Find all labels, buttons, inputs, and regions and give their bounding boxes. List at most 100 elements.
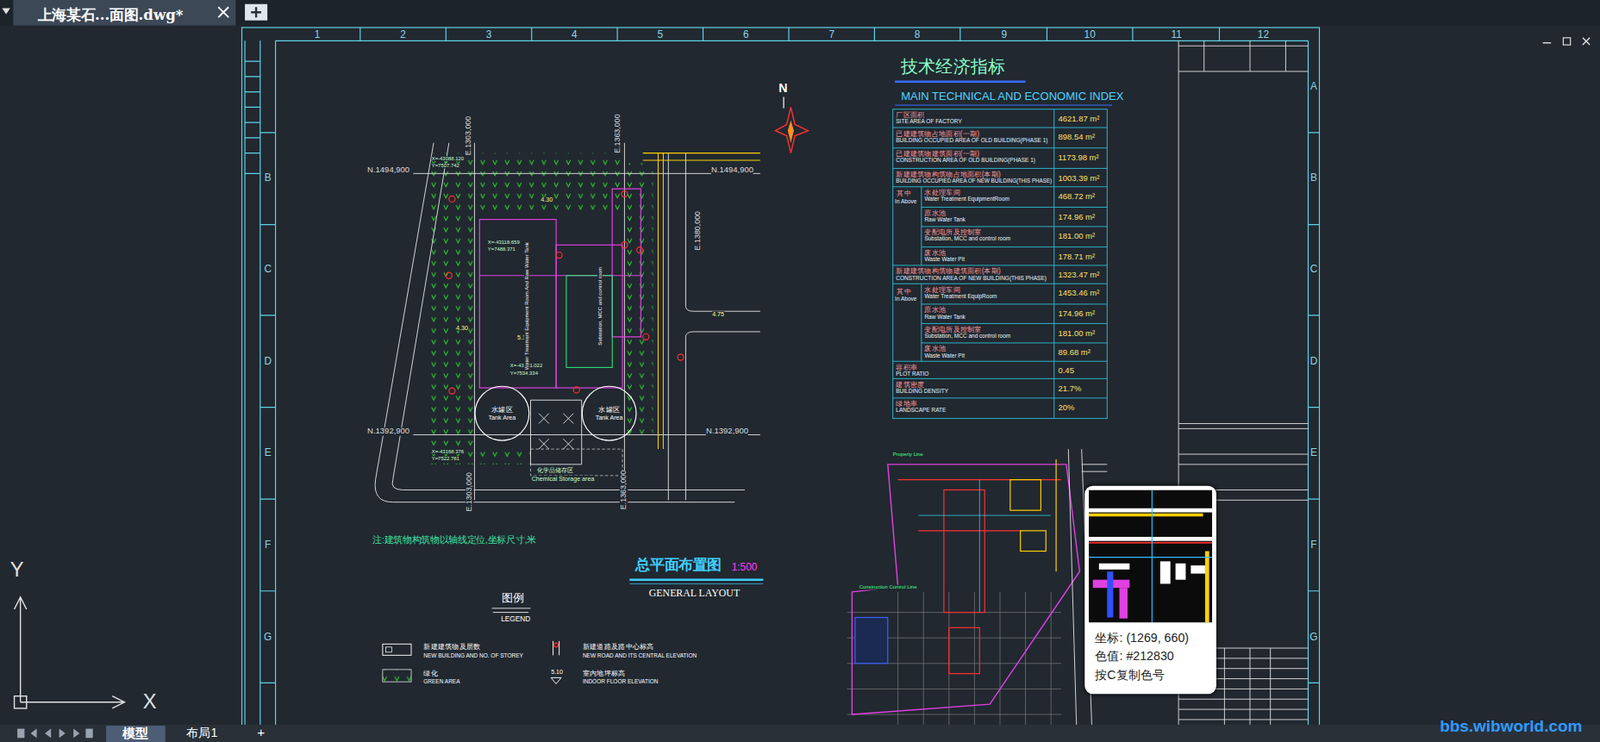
- coordinate-line-label: E.1303,000: [464, 116, 473, 156]
- grid-column-number: 1: [314, 29, 321, 40]
- coordinate-line-label: N.1494,900: [711, 166, 754, 175]
- grid-row-letter: B: [1310, 172, 1318, 183]
- table-value: 89.68 m²: [1057, 348, 1090, 357]
- grid-row-letter: A: [1310, 81, 1318, 93]
- table-cell: 新建建筑物构筑物占地面积(本期): [895, 169, 1001, 177]
- grid-column-number: 9: [1000, 29, 1007, 40]
- file-tab: 上海某石...面图.dwg*: [12, 0, 236, 26]
- table-cell: LANDSCAPE RATE: [895, 408, 946, 415]
- coordinate-callout: X=-43168.376: [431, 449, 464, 455]
- table-cell: Waste Water Pit: [924, 353, 965, 360]
- grid-column-number: 2: [400, 29, 407, 40]
- node-text: 水罐区: [491, 406, 513, 415]
- table-cell: 其中: [896, 189, 912, 197]
- grid-row-letter: F: [264, 540, 271, 551]
- node-text: 水罐区: [598, 406, 620, 415]
- table-value: 1453.46 m²: [1057, 289, 1100, 298]
- table-value: 178.71 m²: [1057, 252, 1095, 261]
- grid-column-number: 5: [657, 29, 664, 40]
- grid-row-letter: C: [1310, 264, 1319, 275]
- legend-english: NEW ROAD AND ITS CENTRAL ELEVATION: [582, 653, 697, 660]
- table-cell: 废水池: [924, 248, 946, 256]
- grid-row-letter: F: [1310, 540, 1317, 551]
- layout-tab: 布局1: [171, 725, 233, 742]
- legend-text: 新建道路及路中心标高: [582, 643, 655, 650]
- node-text: Tank Area: [595, 413, 624, 421]
- table-cell: Substation, MCC and control room: [924, 237, 1011, 244]
- table-cell: Raw Water Tank: [924, 217, 965, 224]
- color-picker-tooltip: 坐标: (1269, 660)色值: #212830按C复制色号: [1084, 486, 1217, 695]
- table-cell: 其中: [896, 287, 912, 295]
- table-value: 468.72 m²: [1057, 192, 1095, 200]
- table-value: 181.00 m²: [1057, 231, 1095, 240]
- table-subtitle: MAIN TECHNICAL AND ECONOMIC INDEX: [900, 90, 1124, 102]
- add-tab-button: +: [256, 725, 265, 739]
- table-cell: Water Treatment EquipRoom: [924, 293, 997, 300]
- elevation-mark: 4.30: [540, 197, 553, 204]
- table-cell: 水处理车间: [924, 188, 960, 196]
- coordinate-callout: X=-43118.659: [487, 239, 520, 245]
- grid-row-letter: D: [1310, 356, 1319, 367]
- coordinate-line-label: E.1363,000: [613, 113, 622, 153]
- drawing-subtitle: GENERAL LAYOUT: [649, 587, 740, 599]
- legend-english: NEW BUILDING AND NO. OF STOREY: [423, 653, 524, 660]
- grid-row-letter: E: [1310, 448, 1318, 459]
- coordinate-line-label: N.1494,900: [367, 166, 410, 175]
- table-cell: Raw Water Tank: [924, 314, 965, 321]
- legend-text: 新建建筑物及层数: [423, 643, 481, 650]
- legend-subtitle: LEGEND: [500, 615, 531, 623]
- table-value: 181.00 m²: [1057, 329, 1095, 338]
- legend-text: 绿化: [423, 669, 438, 677]
- grid-row-letter: D: [263, 356, 272, 367]
- table-cell: Substation, MCC and control room: [924, 333, 1011, 340]
- table-value: 20%: [1057, 403, 1075, 412]
- plan-label: Construction Control Line: [859, 585, 918, 591]
- grid-column-number: 4: [571, 29, 578, 40]
- table-cell: 水处理车间: [924, 285, 960, 293]
- coordinate-line-label: E.1363,000: [619, 470, 628, 510]
- elevation-mark: 4.30: [456, 325, 469, 332]
- building-label: Water Treatment Equipment Room And Raw W…: [524, 242, 530, 370]
- tank-circle: 水罐区Tank Area: [474, 386, 530, 442]
- table-cell: CONSTRUCTION AREA OF NEW BUILDING(THIS P…: [895, 275, 1047, 282]
- table-cell: BUILDING DENSITY: [895, 388, 949, 395]
- coordinate-line-label: E.1303,000: [465, 472, 474, 512]
- elevation-mark: 4.75: [712, 311, 725, 318]
- grid-column-number: 12: [1257, 29, 1269, 40]
- node-text: 布局1: [186, 726, 218, 741]
- table-cell: BUILDING OCCUPIED AREA OF OLD BUILDING(P…: [895, 137, 1048, 144]
- area-label: 化学品储存区: [537, 467, 575, 474]
- table-cell: 建筑密度: [895, 380, 925, 388]
- table-value: 174.96 m²: [1057, 309, 1095, 318]
- coordinate-line-label: N.1392,900: [367, 427, 410, 436]
- table-cell: 变配电所及控制室: [924, 228, 982, 236]
- zoom-preview: [1088, 489, 1213, 623]
- table-cell: 原水池: [924, 306, 946, 313]
- table-value: 898.54 m²: [1057, 133, 1095, 142]
- coordinate-line-label: N.1392,900: [706, 427, 749, 436]
- legend-title: 图例: [501, 592, 525, 604]
- legend-english: GREEN AREA: [423, 680, 460, 687]
- model-tab: 模型: [106, 725, 166, 742]
- table-value: 174.96 m²: [1057, 212, 1095, 221]
- table-cell: CONSTRUCTION AREA OF OLD BUILDING(PHASE …: [895, 158, 1036, 165]
- table-cell: BUILDING OCCUPIED AREA OF NEW BUILDING(T…: [895, 178, 1052, 185]
- table-cell: 已建建筑物占地面积(一期): [895, 129, 980, 137]
- table-title: 技术经济指标: [900, 58, 1006, 76]
- table-cell: In Above: [894, 199, 917, 206]
- table-cell: 废水池: [924, 344, 946, 352]
- coordinate-callout: Y=7534.334: [510, 370, 538, 376]
- table-value: 0.45: [1057, 367, 1074, 375]
- grid-column-number: 6: [743, 29, 750, 40]
- table-cell: 原水池: [924, 208, 946, 216]
- table-cell: 新建建筑物构筑物建筑面积(本期): [895, 267, 1001, 275]
- grid-column-number: 8: [914, 29, 921, 40]
- grid-row-letter: E: [264, 448, 272, 459]
- coordinate-callout: Y=7488.371: [487, 247, 516, 253]
- building-label: Substation, MCC and control room: [597, 267, 603, 346]
- coordinate-callout: Y=7507.742: [431, 162, 460, 169]
- table-cell: 厂区面积: [895, 110, 925, 118]
- table-cell: 容积率: [895, 362, 918, 370]
- node-text: 模型: [122, 726, 150, 742]
